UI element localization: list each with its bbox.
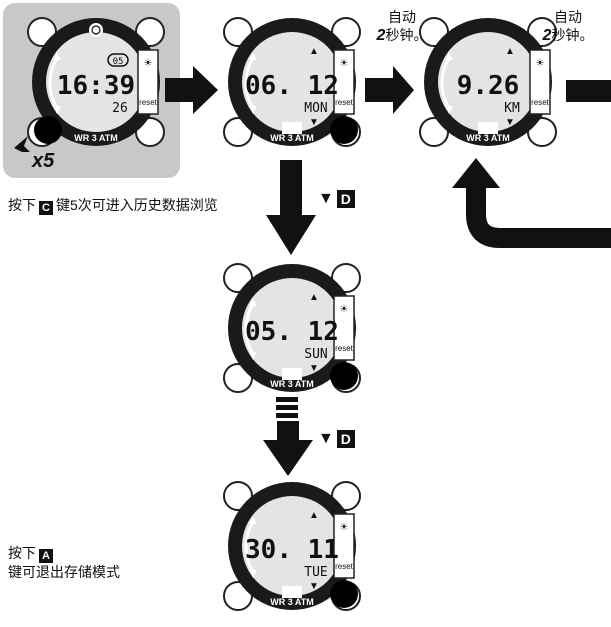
svg-text:05. 12: 05. 12 (245, 317, 339, 347)
svg-text:SUN: SUN (304, 347, 327, 362)
svg-text:WR 3 ATM: WR 3 ATM (74, 133, 118, 143)
auto-text: 自动 (554, 9, 582, 25)
svg-text:reset: reset (335, 98, 354, 107)
svg-text:WR 3 ATM: WR 3 ATM (270, 597, 314, 607)
key-c-icon: C (39, 201, 53, 215)
svg-text:WR 3 ATM: WR 3 ATM (466, 133, 510, 143)
return-arrow (466, 178, 611, 248)
auto-seconds: 2 (542, 27, 552, 44)
key-d-icon: D (336, 190, 355, 208)
svg-text:TUE: TUE (304, 565, 327, 580)
arrow-down-2 (263, 421, 313, 476)
svg-text:☀: ☀ (144, 58, 153, 69)
svg-text:06. 12: 06. 12 (245, 71, 339, 101)
auto-unit: 秒钟。 (385, 27, 428, 43)
press-pointer-icon (14, 136, 30, 152)
note-prefix: 按下 (8, 197, 36, 213)
svg-text:30. 11: 30. 11 (245, 535, 339, 565)
auto-seconds-line: 2秒钟。 (536, 26, 600, 45)
watch-date-mon: ☀ reset 06. 12 MON ▲ ▼ WR 3 ATM (218, 10, 366, 158)
note-prefix: 按下 (8, 545, 36, 561)
svg-text:☀: ☀ (340, 58, 349, 69)
watch-time: ☀ reset 16:39 26 05 WR 3 ATM (22, 10, 170, 158)
svg-text:26: 26 (112, 101, 128, 116)
watch-distance-km: ☀ reset 9.26 KM ▲ ▼ WR 3 ATM (414, 10, 562, 158)
watch-date-sun: ☀ reset 05. 12 SUN ▲ ▼ WR 3 ATM (218, 256, 366, 404)
arrow-right-3 (566, 80, 611, 102)
down-d-label-1: ▼D (318, 190, 358, 208)
equals-bar-1 (276, 397, 298, 402)
key-a-icon: A (39, 549, 53, 563)
auto-seconds-line: 2秒钟。 (370, 26, 434, 45)
svg-text:▼: ▼ (309, 363, 319, 374)
auto-label-1: 自动 2秒钟。 (370, 8, 434, 45)
arrow-down-1 (266, 160, 316, 255)
arrow-right-2 (365, 66, 414, 114)
watch-face: ☀ reset 16:39 26 05 WR 3 ATM (27, 17, 165, 147)
svg-text:MON: MON (304, 101, 327, 116)
key-d-icon: D (336, 430, 355, 448)
svg-text:▲: ▲ (505, 46, 515, 57)
svg-text:☀: ☀ (340, 522, 349, 533)
svg-text:reset: reset (335, 344, 354, 353)
svg-text:▼: ▼ (309, 581, 319, 592)
svg-text:☀: ☀ (340, 304, 349, 315)
auto-label-2: 自动 2秒钟。 (536, 8, 600, 45)
down-d-label-2: ▼D (318, 430, 358, 448)
watch-date-tue: ☀ reset 30. 11 TUE ▲ ▼ WR 3 ATM (218, 474, 366, 622)
svg-text:☀: ☀ (536, 58, 545, 69)
auto-unit: 秒钟。 (551, 27, 594, 43)
svg-text:WR 3 ATM: WR 3 ATM (270, 133, 314, 143)
watch-face: ☀ reset 05. 12 SUN ▲ ▼ WR 3 ATM (223, 263, 361, 393)
down-triangle-icon: ▼ (318, 190, 334, 207)
svg-text:05: 05 (113, 57, 124, 67)
svg-text:WR 3 ATM: WR 3 ATM (270, 379, 314, 389)
equals-bar-2 (276, 405, 298, 410)
watch-face: ☀ reset 06. 12 MON ▲ ▼ WR 3 ATM (223, 17, 361, 147)
note-suffix: 键5次可进入历史数据浏览 (56, 197, 218, 213)
return-arrow-head (452, 158, 500, 188)
watch-face: ☀ reset 30. 11 TUE ▲ ▼ WR 3 ATM (223, 481, 361, 611)
svg-text:reset: reset (139, 98, 158, 107)
press-count: x5 (32, 150, 55, 172)
svg-text:reset: reset (531, 98, 550, 107)
equals-bar-3 (276, 413, 298, 418)
arrow-right-1 (165, 66, 218, 114)
svg-text:reset: reset (335, 562, 354, 571)
auto-text: 自动 (388, 9, 416, 25)
svg-text:▼: ▼ (309, 117, 319, 128)
svg-text:▲: ▲ (309, 46, 319, 57)
svg-text:9.26: 9.26 (457, 71, 520, 101)
down-triangle-icon: ▼ (318, 430, 334, 447)
watch-face: ☀ reset 9.26 KM ▲ ▼ WR 3 ATM (419, 17, 557, 147)
svg-text:▲: ▲ (309, 292, 319, 303)
svg-text:▲: ▲ (309, 510, 319, 521)
svg-text:▼: ▼ (505, 117, 515, 128)
svg-text:KM: KM (504, 101, 520, 116)
note-suffix: 键可退出存储模式 (8, 564, 120, 580)
svg-text:16:39: 16:39 (57, 71, 135, 101)
auto-seconds: 2 (376, 27, 386, 44)
